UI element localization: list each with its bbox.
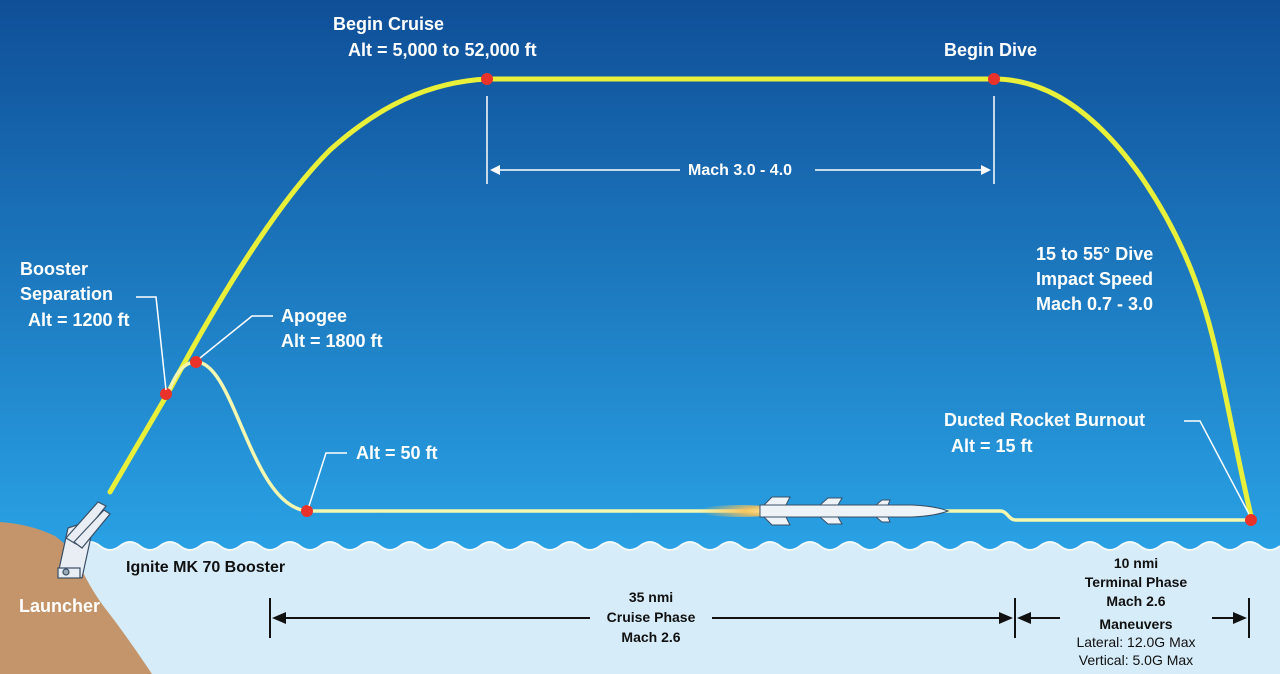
dive-angle-label: 15 to 55° Dive [1036, 244, 1154, 264]
sea-skimming-trajectory [166, 360, 1254, 522]
terminal-phase-label: Terminal Phase [1084, 574, 1188, 590]
burnout-label: Ducted Rocket Burnout [944, 410, 1146, 430]
high-altitude-trajectory [107, 76, 1255, 523]
terminal-mach: Mach 2.6 [1106, 593, 1166, 609]
apogee-point [190, 356, 202, 368]
booster-separation-alt-label: Alt = 1200 ft [28, 310, 130, 330]
launcher-icon [57, 501, 111, 579]
cruise-phase-label: Cruise Phase [606, 609, 696, 625]
cruise-speed-dimension [486, 96, 995, 184]
cruise-speed-label: Mach 3.0 - 4.0 [688, 162, 793, 179]
leader-lines [136, 296, 1250, 515]
low-altitude-label: Alt = 50 ft [356, 443, 438, 463]
range-dimensions [269, 598, 1250, 638]
terminal-distance: 10 nmi [1113, 555, 1159, 571]
begin-cruise-point [481, 73, 493, 85]
burnout-alt-label: Alt = 15 ft [951, 436, 1033, 456]
begin-cruise-alt-label: Alt = 5,000 to 52,000 ft [348, 40, 537, 60]
vertical-maneuver: Vertical: 5.0G Max [1078, 652, 1194, 668]
lateral-maneuver: Lateral: 12.0G Max [1076, 634, 1196, 650]
ignite-booster-label: Ignite MK 70 Booster [126, 559, 286, 576]
low-altitude-point [301, 505, 313, 517]
booster-separation-label-line2: Separation [20, 284, 114, 304]
begin-dive-point [988, 73, 1000, 85]
burnout-point [1245, 514, 1257, 526]
impact-speed-label: Impact Speed [1036, 269, 1154, 289]
impact-mach-label: Mach 0.7 - 3.0 [1036, 294, 1154, 314]
launcher-shore [0, 522, 152, 674]
wave-crest [0, 541, 1280, 551]
sea-surface [0, 542, 1280, 674]
launcher-label: Launcher [19, 596, 101, 616]
begin-cruise-label: Begin Cruise [333, 14, 445, 34]
maneuvers-label: Maneuvers [1099, 616, 1173, 632]
cruise-phase-mach: Mach 2.6 [621, 629, 681, 645]
apogee-label: Apogee [281, 306, 348, 326]
booster-separation-label-line1: Booster [20, 259, 89, 279]
missile-icon [759, 496, 950, 526]
begin-dive-label: Begin Dive [944, 40, 1038, 60]
cruise-phase-distance: 35 nmi [628, 589, 674, 605]
sky [0, 0, 1280, 560]
booster-separation-point [160, 388, 172, 400]
apogee-alt-label: Alt = 1800 ft [281, 331, 383, 351]
